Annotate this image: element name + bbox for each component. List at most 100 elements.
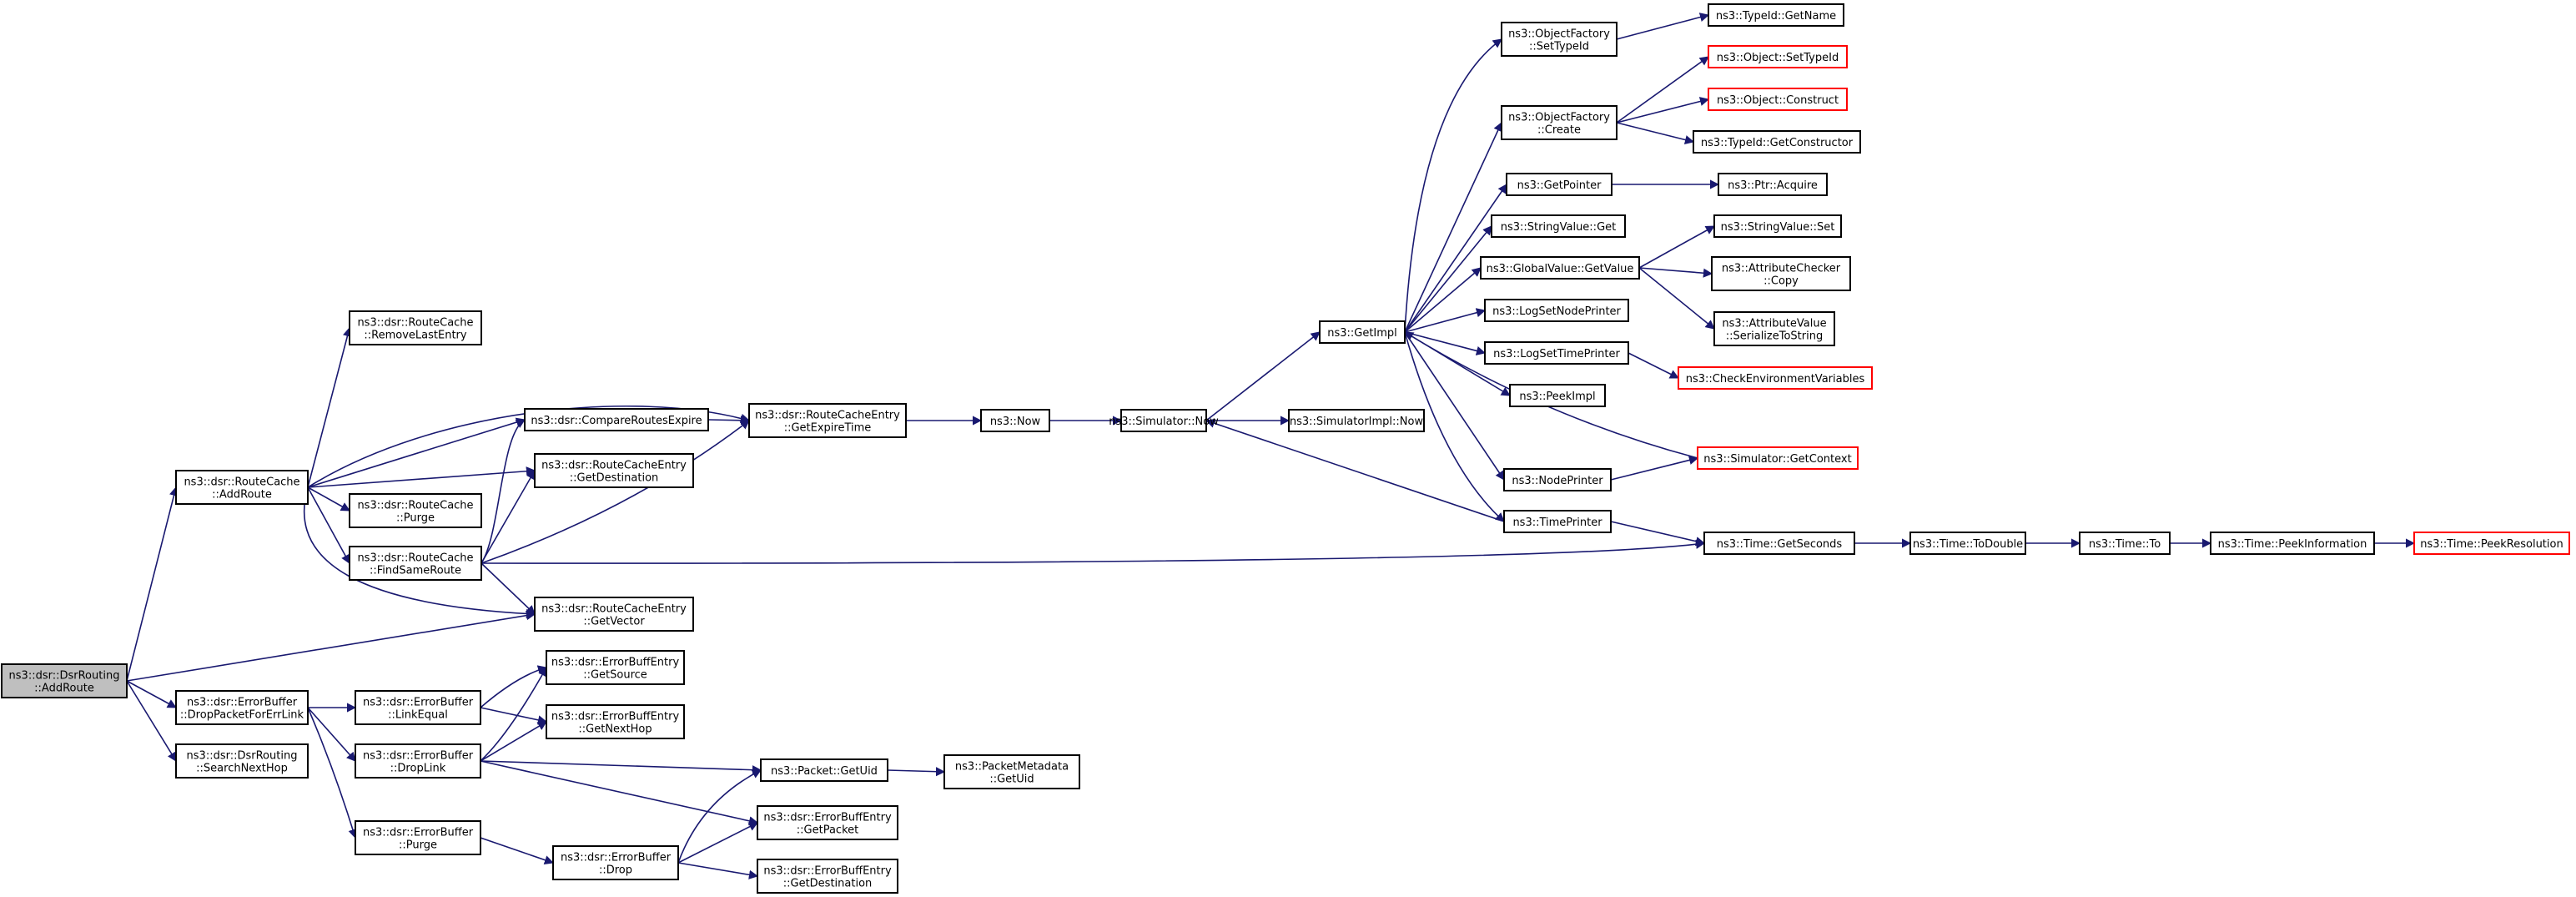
- node-pkt-getuid[interactable]: ns3::Packet::GetUid: [760, 758, 888, 782]
- node-box: [1506, 173, 1613, 196]
- node-getpointer[interactable]: ns3::GetPointer: [1506, 173, 1613, 196]
- node-sv-get[interactable]: ns3::StringValue::Get: [1491, 214, 1626, 238]
- edge-getimpl-to-logsettime: [1404, 331, 1487, 355]
- node-label: ns3::dsr::ErrorBuffEntry: [551, 657, 680, 669]
- node-box: [349, 310, 482, 345]
- node-pm-getuid[interactable]: ns3::PacketMetadata::GetUid: [943, 754, 1080, 789]
- node-peekimpl[interactable]: ns3::PeekImpl: [1509, 384, 1606, 407]
- node-label: ::DropLink: [390, 763, 446, 775]
- node-eb-purge[interactable]: ns3::dsr::ErrorBuffer::Purge: [355, 820, 481, 855]
- node-time-getseconds[interactable]: ns3::Time::GetSeconds: [1703, 532, 1855, 555]
- node-timeprinter[interactable]: ns3::TimePrinter: [1503, 510, 1612, 533]
- node-box: [355, 690, 481, 725]
- edge-of_create-to-obj_construct: [1616, 97, 1710, 123]
- node-box: [760, 758, 888, 782]
- node-label: ::Copy: [1763, 275, 1799, 288]
- node-label: ns3::dsr::ErrorBuffer: [561, 852, 672, 864]
- node-box: [1484, 299, 1629, 322]
- node-nodeprinter[interactable]: ns3::NodePrinter: [1503, 468, 1612, 491]
- edge-eb_drop-to-pkt_getuid: [677, 769, 762, 864]
- node-ptr-acquire[interactable]: ns3::Ptr::Acquire: [1718, 173, 1828, 196]
- edge-getimpl-to-sv_get: [1404, 225, 1492, 333]
- edge-timeprinter-to-time_getseconds: [1610, 521, 1706, 547]
- node-label: ns3::NodePrinter: [1512, 475, 1603, 487]
- edge-eb_purge-to-eb_drop: [480, 837, 555, 865]
- node-box: [546, 704, 685, 739]
- node-box: [1501, 22, 1618, 57]
- node-time-todouble[interactable]: ns3::Time::ToDouble: [1909, 532, 2026, 555]
- edge-root-to-rce_getvector: [126, 611, 536, 682]
- node-now[interactable]: ns3::Now: [980, 409, 1050, 432]
- node-ac-copy[interactable]: ns3::AttributeChecker::Copy: [1711, 256, 1851, 291]
- edge-eb_drop-to-ebe_getpacket: [677, 822, 758, 864]
- node-typeid-getctor[interactable]: ns3::TypeId::GetConstructor: [1693, 130, 1861, 154]
- node-label: ns3::Time::PeekResolution: [2420, 538, 2563, 551]
- node-label: ns3::LogSetNodePrinter: [1492, 305, 1621, 318]
- node-typeid-getname[interactable]: ns3::TypeId::GetName: [1708, 3, 1844, 27]
- node-obj-construct[interactable]: ns3::Object::Construct: [1708, 88, 1848, 111]
- edge-rc_findsame-to-rce_getexpire: [480, 420, 750, 564]
- node-box: [1708, 45, 1848, 68]
- node-box: [1678, 366, 1873, 390]
- node-eb-droppacket[interactable]: ns3::dsr::ErrorBuffer::DropPacketForErrL…: [175, 690, 309, 725]
- edge-rc_findsame-to-rce_getdest: [480, 470, 536, 564]
- edge-gv_getvalue-to-av_serialize: [1638, 267, 1715, 330]
- node-rce-getvector[interactable]: ns3::dsr::RouteCacheEntry::GetVector: [534, 597, 694, 632]
- node-simimpl-now[interactable]: ns3::SimulatorImpl::Now: [1288, 409, 1425, 432]
- node-time-to[interactable]: ns3::Time::To: [2079, 532, 2171, 555]
- node-root[interactable]: ns3::dsr::DsrRouting::AddRoute: [1, 663, 128, 698]
- node-time-peekinfo[interactable]: ns3::Time::PeekInformation: [2210, 532, 2375, 555]
- node-rc-removelast[interactable]: ns3::dsr::RouteCache::RemoveLastEntry: [349, 310, 482, 345]
- node-box: [757, 859, 898, 894]
- edge-eb_droplink-to-ebe_getpacket: [480, 760, 759, 826]
- node-label: ::SearchNextHop: [196, 763, 288, 775]
- node-of-create[interactable]: ns3::ObjectFactory::Create: [1501, 105, 1618, 140]
- node-rce-getexpire[interactable]: ns3::dsr::RouteCacheEntry::GetExpireTime: [748, 403, 907, 438]
- node-label: ns3::dsr::ErrorBuffer: [363, 697, 474, 709]
- node-ebe-getpacket[interactable]: ns3::dsr::ErrorBuffEntry::GetPacket: [757, 805, 898, 840]
- node-logsettime[interactable]: ns3::LogSetTimePrinter: [1484, 341, 1629, 365]
- node-sv-set[interactable]: ns3::StringValue::Set: [1713, 214, 1842, 238]
- edge-getimpl-to-of_settypeid: [1404, 38, 1502, 333]
- edges: [126, 13, 2416, 879]
- node-av-serialize[interactable]: ns3::AttributeValue::SerializeToString: [1713, 311, 1835, 346]
- node-label: ns3::Simulator::Now: [1109, 416, 1219, 428]
- node-eb-linkequal[interactable]: ns3::dsr::ErrorBuffer::LinkEqual: [355, 690, 481, 725]
- edge-of_settypeid-to-typeid_getname: [1616, 13, 1710, 40]
- node-label: ns3::PacketMetadata: [955, 761, 1069, 774]
- node-ebe-getnexthop[interactable]: ns3::dsr::ErrorBuffEntry::GetNextHop: [546, 704, 685, 739]
- node-of-settypeid[interactable]: ns3::ObjectFactory::SetTypeId: [1501, 22, 1618, 57]
- node-rc-findsame[interactable]: ns3::dsr::RouteCache::FindSameRoute: [349, 546, 482, 581]
- node-box: [1708, 3, 1844, 27]
- edge-eb_droppacket-to-eb_droplink: [307, 707, 356, 762]
- node-checkenv[interactable]: ns3::CheckEnvironmentVariables: [1678, 366, 1873, 390]
- node-obj-settypeid[interactable]: ns3::Object::SetTypeId: [1708, 45, 1848, 68]
- node-label: ::GetDestination: [570, 472, 659, 485]
- node-eb-drop[interactable]: ns3::dsr::ErrorBuffer::Drop: [552, 845, 679, 880]
- node-rc-compare[interactable]: ns3::dsr::CompareRoutesExpire: [524, 408, 709, 431]
- edge-eb_droplink-to-ebe_getsource: [480, 667, 547, 762]
- node-label: ::SetTypeId: [1529, 41, 1589, 53]
- node-rce-getdest[interactable]: ns3::dsr::RouteCacheEntry::GetDestinatio…: [534, 453, 694, 488]
- node-time-peekres[interactable]: ns3::Time::PeekResolution: [2413, 532, 2570, 555]
- node-sim-getcontext[interactable]: ns3::Simulator::GetContext: [1697, 446, 1859, 470]
- edge-pkt_getuid-to-pm_getuid: [887, 767, 946, 777]
- node-dr-searchnext[interactable]: ns3::dsr::DsrRouting::SearchNextHop: [175, 743, 309, 779]
- node-getimpl[interactable]: ns3::GetImpl: [1319, 320, 1406, 344]
- node-logsetnode[interactable]: ns3::LogSetNodePrinter: [1484, 299, 1629, 322]
- node-eb-droplink[interactable]: ns3::dsr::ErrorBuffer::DropLink: [355, 743, 481, 779]
- node-box: [980, 409, 1050, 432]
- node-ebe-getsource[interactable]: ns3::dsr::ErrorBuffEntry::GetSource: [546, 650, 685, 685]
- node-sim-now[interactable]: ns3::Simulator::Now: [1109, 409, 1219, 432]
- node-label: ns3::dsr::RouteCache: [184, 476, 299, 489]
- node-rc-purge[interactable]: ns3::dsr::RouteCache::Purge: [349, 493, 482, 528]
- node-rc-addroute[interactable]: ns3::dsr::RouteCache::AddRoute: [175, 470, 309, 505]
- node-ebe-getdest[interactable]: ns3::dsr::ErrorBuffEntry::GetDestination: [757, 859, 898, 894]
- node-label: ns3::TimePrinter: [1512, 517, 1602, 529]
- node-label: ns3::dsr::ErrorBuffer: [363, 750, 474, 763]
- node-gv-getvalue[interactable]: ns3::GlobalValue::GetValue: [1480, 256, 1640, 280]
- edge-gv_getvalue-to-sv_set: [1638, 225, 1715, 269]
- edge-getimpl-to-getpointer: [1404, 184, 1507, 333]
- node-label: ns3::dsr::RouteCacheEntry: [541, 603, 687, 616]
- node-box: [349, 493, 482, 528]
